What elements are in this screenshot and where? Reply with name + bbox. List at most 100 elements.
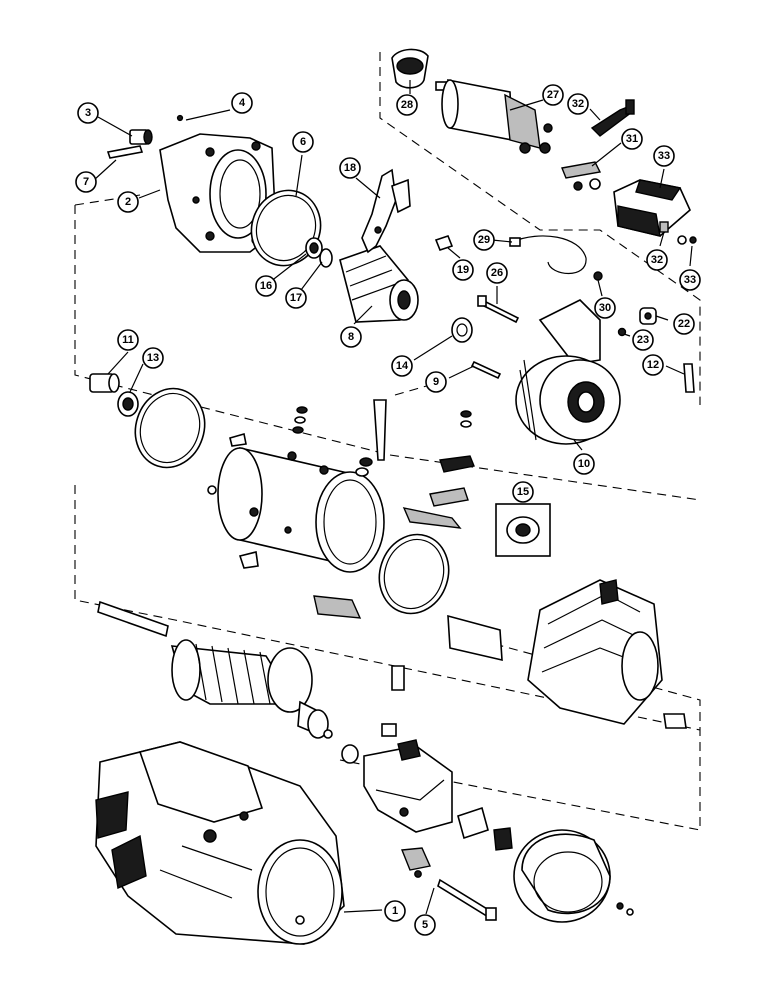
clip-part bbox=[659, 221, 669, 233]
callout-8: 8 bbox=[340, 326, 362, 348]
cap-washer-part bbox=[616, 902, 624, 910]
callout-7: 7 bbox=[75, 171, 97, 193]
brush-lead-part bbox=[401, 847, 431, 871]
svg-text:6: 6 bbox=[300, 136, 306, 148]
armature-group-boundary bbox=[339, 639, 701, 831]
callout-32: 32 bbox=[646, 249, 668, 271]
leader-23 bbox=[623, 333, 631, 337]
washer-part bbox=[689, 236, 697, 244]
drive-end-housing-part bbox=[159, 133, 277, 253]
callout-14: 14 bbox=[391, 355, 413, 377]
callout-29: 31 bbox=[621, 128, 643, 150]
field-screw-part bbox=[238, 551, 259, 569]
callout-15: 15 bbox=[512, 481, 534, 503]
callout-16: 16 bbox=[255, 275, 277, 297]
drive-housing-group-boundary bbox=[74, 205, 701, 501]
shim-part bbox=[434, 235, 454, 251]
callout-22: 22 bbox=[673, 313, 695, 335]
svg-text:5: 5 bbox=[422, 919, 428, 931]
svg-text:19: 19 bbox=[457, 264, 469, 276]
frame-seal-ring-part bbox=[134, 387, 206, 469]
field-frame-part bbox=[217, 446, 385, 573]
field-insulator-part bbox=[313, 595, 362, 619]
callout-5: 5 bbox=[414, 914, 436, 936]
brush-spring-part bbox=[391, 665, 405, 691]
callout-9: 9 bbox=[425, 371, 447, 393]
armature-seal-ring-part bbox=[378, 533, 450, 615]
callout-10: 10 bbox=[573, 453, 595, 475]
screw-part bbox=[677, 235, 687, 245]
svg-text:9: 9 bbox=[433, 376, 439, 388]
shift-lever-part bbox=[361, 168, 411, 254]
spacer-washer-part bbox=[451, 317, 473, 343]
svg-text:3: 3 bbox=[85, 107, 91, 119]
terminal-part bbox=[639, 307, 657, 325]
svg-text:10: 10 bbox=[578, 458, 590, 470]
small-plug-part bbox=[176, 114, 184, 122]
svg-text:31: 31 bbox=[626, 133, 638, 145]
callout-25: 27 bbox=[542, 84, 564, 106]
long-through-bolt-part bbox=[437, 878, 497, 921]
leader-6 bbox=[295, 154, 303, 197]
leader-5 bbox=[425, 887, 435, 915]
retaining-ring-part bbox=[319, 248, 333, 268]
leader-31 bbox=[659, 168, 665, 189]
callout-4: 4 bbox=[231, 92, 253, 114]
bushing-part bbox=[129, 129, 153, 145]
svg-text:32: 32 bbox=[572, 98, 584, 110]
field-bushing-part bbox=[663, 713, 687, 729]
leader-18 bbox=[355, 177, 381, 199]
callout-1: 1 bbox=[384, 900, 406, 922]
svg-text:22: 22 bbox=[678, 318, 690, 330]
insulator-part bbox=[429, 487, 469, 507]
boot-part bbox=[391, 48, 429, 89]
brush-plate-part bbox=[439, 455, 475, 473]
leader-9 bbox=[448, 365, 475, 379]
upper-divider-line bbox=[74, 194, 431, 396]
leader-10 bbox=[573, 439, 583, 451]
nut-part bbox=[593, 271, 603, 281]
svg-text:26: 26 bbox=[491, 267, 503, 279]
through-bolt-part bbox=[477, 295, 520, 324]
callout-26: 28 bbox=[396, 94, 418, 116]
leader-1 bbox=[343, 909, 383, 913]
callout-30: 32 bbox=[567, 93, 589, 115]
svg-text:17: 17 bbox=[290, 292, 302, 304]
svg-text:30: 30 bbox=[599, 302, 611, 314]
leader-22 bbox=[655, 315, 669, 321]
svg-text:33: 33 bbox=[658, 150, 670, 162]
clip-part-left bbox=[229, 432, 247, 447]
callout-6: 6 bbox=[292, 131, 314, 153]
svg-text:8: 8 bbox=[348, 331, 354, 343]
solenoid-part bbox=[435, 79, 553, 154]
svg-text:33: 33 bbox=[684, 274, 696, 286]
spring-part bbox=[493, 827, 513, 851]
callout-13: 13 bbox=[142, 347, 164, 369]
callout-24: 26 bbox=[486, 262, 508, 284]
callout-3: 3 bbox=[77, 102, 99, 124]
callout-19: 19 bbox=[452, 259, 474, 281]
leader-16 bbox=[269, 253, 307, 283]
leader-2 bbox=[138, 189, 161, 199]
commutator-washer-part bbox=[341, 744, 359, 764]
leader-17 bbox=[297, 261, 323, 295]
svg-text:28: 28 bbox=[401, 99, 413, 111]
leader-8 bbox=[353, 305, 373, 325]
leader-32 bbox=[659, 231, 665, 247]
leader-29 bbox=[591, 142, 622, 167]
commutator-end-housing-part bbox=[515, 299, 621, 445]
svg-text:1: 1 bbox=[392, 905, 398, 917]
callout-18: 18 bbox=[339, 157, 361, 179]
svg-text:29: 29 bbox=[478, 234, 490, 246]
svg-text:14: 14 bbox=[396, 360, 409, 372]
svg-text:27: 27 bbox=[547, 89, 559, 101]
leader-14 bbox=[413, 335, 453, 361]
svg-text:2: 2 bbox=[125, 196, 131, 208]
leader-4 bbox=[185, 109, 231, 121]
terminal-stud-part bbox=[355, 399, 387, 477]
leader-27 bbox=[491, 239, 513, 243]
callout-23: 23 bbox=[632, 329, 654, 351]
leader-13 bbox=[129, 363, 144, 393]
svg-text:18: 18 bbox=[344, 162, 356, 174]
insulator-strip-part bbox=[402, 507, 462, 529]
